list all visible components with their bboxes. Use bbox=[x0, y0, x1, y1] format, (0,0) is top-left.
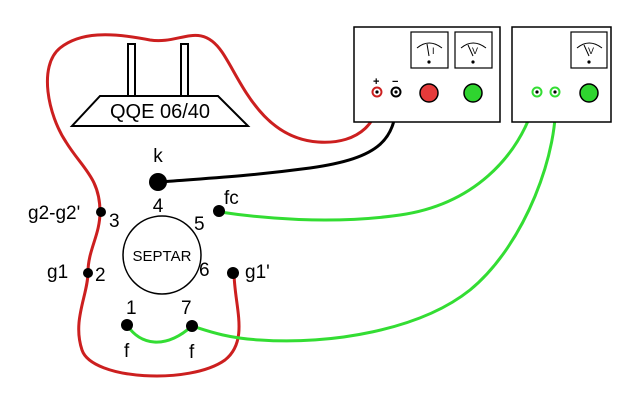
supply2-green-button[interactable] bbox=[579, 83, 599, 103]
pin-f7 bbox=[186, 320, 198, 332]
supply2-terminal-a-core bbox=[535, 90, 539, 94]
supply2-terminal-b-core bbox=[553, 90, 557, 94]
label-g1p: g1' bbox=[245, 262, 270, 283]
supply1-voltmeter-label: V bbox=[472, 46, 478, 56]
label-3: 3 bbox=[109, 211, 120, 232]
label-f7: f bbox=[189, 342, 195, 363]
supply1-red-button[interactable] bbox=[419, 83, 439, 103]
pin-k bbox=[149, 173, 167, 191]
septar-label: SEPTAR bbox=[133, 248, 192, 265]
supply1-voltmeter-dot bbox=[471, 60, 475, 64]
tube-pillar-left bbox=[127, 43, 136, 97]
supply1-voltmeter-scale bbox=[460, 42, 487, 49]
label-g1: g1 bbox=[47, 262, 68, 283]
tube-label: QQE 06/40 bbox=[110, 101, 210, 123]
supply1-plus-terminal-core bbox=[375, 90, 379, 94]
tube-base bbox=[69, 95, 251, 127]
label-k: k bbox=[153, 146, 163, 167]
label-fc: fc bbox=[224, 188, 239, 209]
green-wire-fc bbox=[219, 94, 539, 222]
tube-symbol: QQE 06/40 bbox=[69, 43, 251, 127]
supply2-voltmeter-scale bbox=[576, 42, 603, 49]
black-wire-cathode bbox=[159, 92, 398, 184]
supply2-voltmeter bbox=[570, 31, 608, 69]
pin-g1 bbox=[83, 268, 93, 278]
supply1-ammeter-scale bbox=[416, 42, 443, 49]
green-wire-f7 bbox=[191, 94, 557, 343]
supply1-ammeter-label: I bbox=[432, 46, 435, 56]
pin-g2 bbox=[96, 207, 106, 217]
label-1: 1 bbox=[126, 298, 137, 319]
label-f1: f bbox=[124, 341, 130, 362]
supply1-ammeter-dot bbox=[427, 60, 431, 64]
red-wire-anode bbox=[46, 33, 380, 213]
supply1-minus-sign: − bbox=[392, 76, 398, 88]
supply2-voltmeter-dot bbox=[587, 60, 591, 64]
pin-g1p bbox=[227, 267, 239, 279]
label-4: 4 bbox=[153, 196, 164, 217]
power-supply-2: V bbox=[511, 26, 612, 123]
supply2-voltmeter-label: V bbox=[588, 46, 594, 56]
green-wire-filament bbox=[125, 324, 193, 344]
pin-fc bbox=[213, 205, 225, 217]
label-5: 5 bbox=[194, 214, 205, 235]
tube-pillar-right bbox=[180, 43, 189, 97]
label-2: 2 bbox=[95, 265, 106, 286]
supply1-plus-sign: + bbox=[373, 76, 379, 88]
septar-socket bbox=[122, 215, 202, 295]
pin-f1 bbox=[121, 319, 133, 331]
power-supply-1: I V + − bbox=[353, 26, 501, 123]
supply1-voltmeter-needle bbox=[467, 44, 474, 57]
supply1-green-button[interactable] bbox=[463, 83, 483, 103]
supply2-voltmeter-needle bbox=[583, 44, 590, 57]
supply1-minus-terminal-core bbox=[394, 90, 398, 94]
label-g2: g2-g2' bbox=[28, 203, 80, 224]
supply1-ammeter-needle bbox=[426, 43, 430, 57]
label-6: 6 bbox=[199, 260, 210, 281]
label-7: 7 bbox=[181, 298, 192, 319]
